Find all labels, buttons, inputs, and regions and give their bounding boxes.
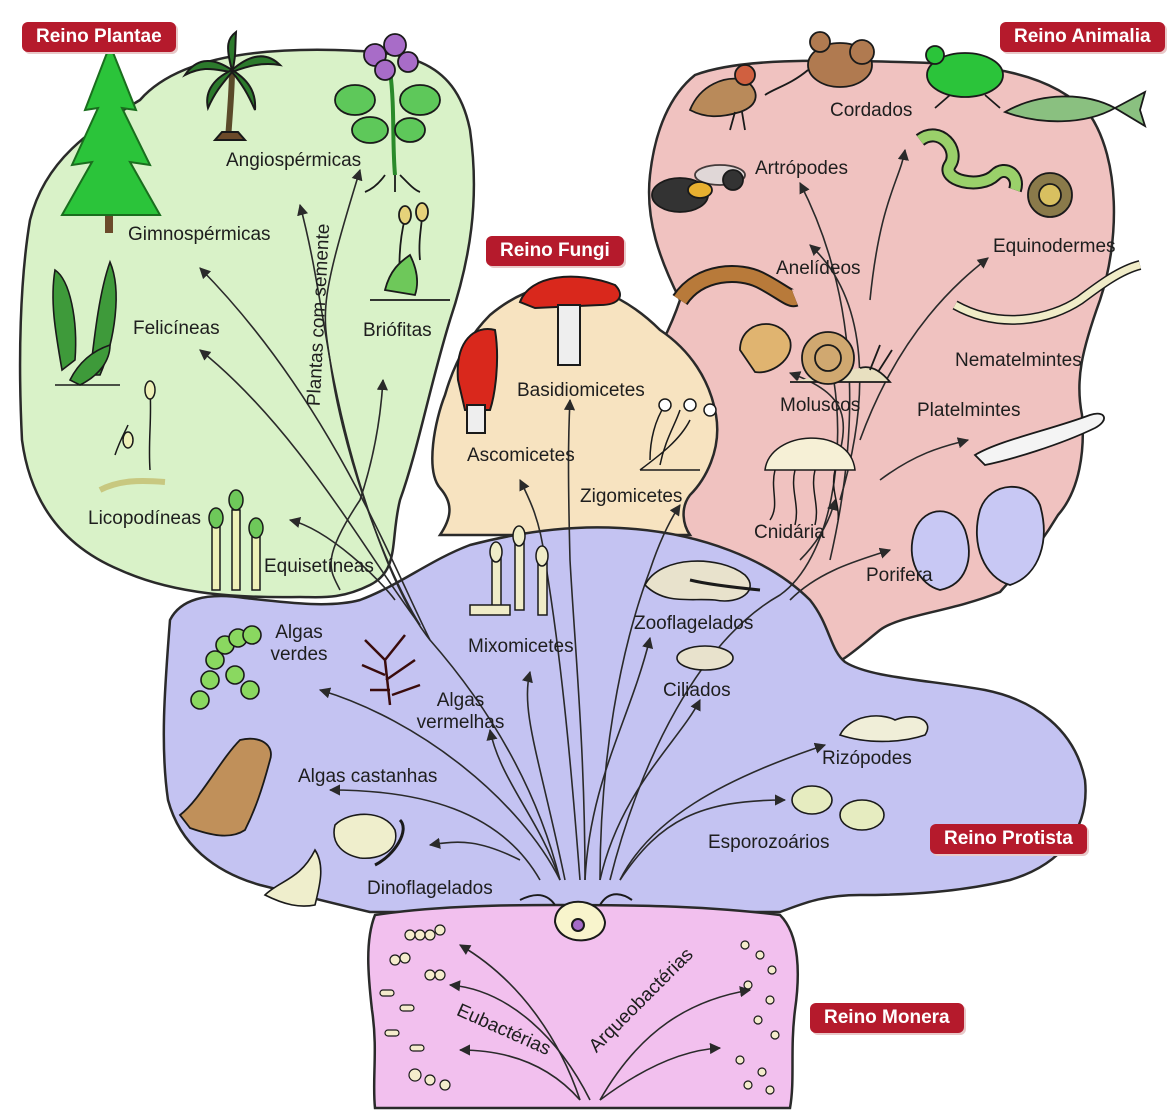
label-rizopodes: Rizópodes bbox=[822, 748, 912, 770]
kingdom-badge-animalia: Reino Animalia bbox=[1000, 22, 1165, 52]
label-algas-castanhas: Algas castanhas bbox=[298, 766, 437, 788]
label-artropodes: Artrópodes bbox=[755, 158, 848, 180]
label-zooflagelados: Zooflagelados bbox=[634, 613, 753, 635]
kingdom-badge-protista: Reino Protista bbox=[930, 824, 1087, 854]
kingdom-badge-fungi: Reino Fungi bbox=[486, 236, 624, 266]
label-esporozoarios: Esporozoários bbox=[708, 832, 829, 854]
label-basidiomicetes: Basidiomicetes bbox=[517, 380, 645, 402]
label-felicineas: Felicíneas bbox=[133, 318, 220, 340]
label-briofitas: Briófitas bbox=[363, 320, 432, 342]
sea-urchin-icon bbox=[1028, 173, 1072, 217]
label-equisetineas: Equisetíneas bbox=[264, 556, 374, 578]
label-cordados: Cordados bbox=[830, 100, 912, 122]
ciliate-icon bbox=[677, 646, 733, 670]
label-anelideos: Anelídeos bbox=[776, 258, 861, 280]
label-platelmintes: Platelmintes bbox=[917, 400, 1021, 422]
label-ascomicetes: Ascomicetes bbox=[467, 445, 575, 467]
label-moluscos: Moluscos bbox=[780, 395, 860, 417]
label-nematelmintes: Nematelmintes bbox=[955, 350, 1082, 372]
kingdom-badge-monera: Reino Monera bbox=[810, 1003, 964, 1033]
label-porifera: Porifera bbox=[866, 565, 933, 587]
label-algas-vermelhas: Algas vermelhas bbox=[408, 690, 513, 734]
kingdom-badge-plantae: Reino Plantae bbox=[22, 22, 176, 52]
label-dinoflagelados: Dinoflagelados bbox=[367, 878, 493, 900]
label-cnidaria: Cnidária bbox=[754, 522, 825, 544]
label-equinodermes: Equinodermes bbox=[993, 236, 1116, 258]
label-angiospermicas: Angiospérmicas bbox=[226, 150, 361, 172]
label-ciliados: Ciliados bbox=[663, 680, 731, 702]
label-gimnospermicas: Gimnospérmicas bbox=[128, 224, 271, 246]
label-zigomicetes: Zigomicetes bbox=[580, 486, 682, 508]
label-mixomicetes: Mixomicetes bbox=[468, 636, 574, 658]
label-algas-verdes: Algas verdes bbox=[268, 622, 330, 666]
label-licopodineas: Licopodíneas bbox=[88, 508, 201, 530]
